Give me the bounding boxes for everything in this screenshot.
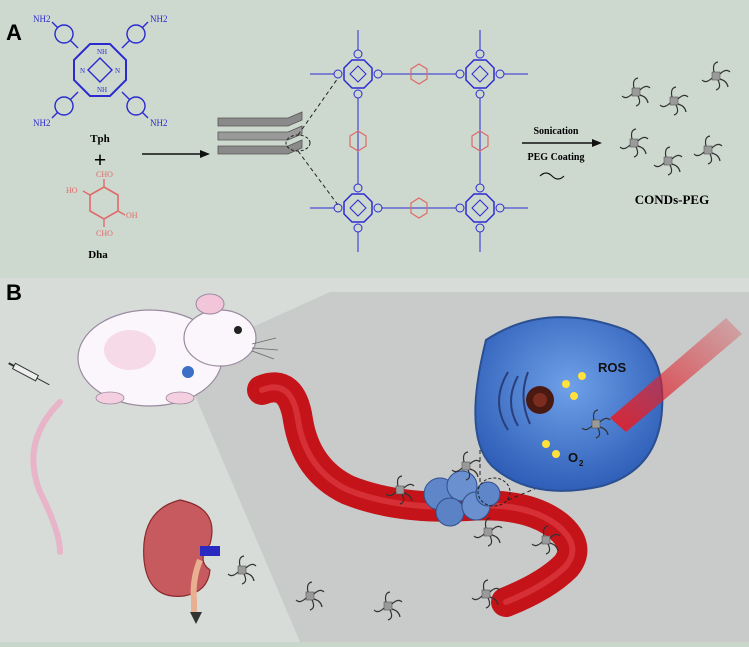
mouse (30, 293, 279, 555)
panel-b: B (0, 278, 749, 642)
mouse-eye (234, 326, 242, 334)
step-bottom-label: PEG Coating (528, 152, 585, 163)
cof-stacked-layers (217, 77, 339, 206)
tph-n-right: N (115, 67, 120, 75)
o2-bubble (542, 440, 550, 448)
kidney (143, 499, 220, 624)
ros-label: ROS (598, 360, 627, 375)
cof-network (310, 30, 528, 252)
ros-spark (562, 380, 570, 388)
dha-cho-top: CHO (96, 170, 113, 179)
ureter (190, 558, 203, 614)
cancer-cell: ROS O 2 (474, 316, 664, 492)
endoplasmic-reticulum (498, 371, 531, 431)
dha-molecule (82, 179, 126, 227)
ros-spark (578, 372, 586, 380)
renal-vessel (200, 546, 220, 556)
amine-bottom-left: NH2 (33, 118, 51, 128)
o2-label: O (568, 450, 578, 465)
tumor-cluster (423, 388, 581, 527)
laser-beam (610, 318, 742, 432)
mouse-tail (30, 399, 63, 555)
syringe-icon (8, 362, 50, 386)
amine-bottom-right: NH2 (150, 118, 168, 128)
dha-label: Dha (88, 249, 108, 261)
panel-a-label: A (6, 20, 22, 45)
dha-ho: HO (66, 186, 78, 195)
step-top-label: Sonication (533, 126, 578, 137)
dha-oh: OH (126, 211, 138, 220)
tph-molecule: NH NH N N (51, 21, 149, 119)
tph-nh-bottom: NH (97, 86, 107, 94)
plus-sign: + (94, 147, 107, 172)
product-label: CONDs-PEG (635, 192, 709, 207)
sonication-arrow (522, 139, 602, 147)
tumor-site (182, 366, 194, 378)
amine-top-right: NH2 (150, 14, 168, 24)
peg-chain-icon (539, 172, 565, 180)
tph-label: Tph (90, 133, 110, 145)
tph-n-left: N (80, 67, 85, 75)
tph-nh-top: NH (97, 48, 107, 56)
panel-b-label: B (6, 280, 22, 305)
excretion-arrow (190, 612, 202, 624)
o2-bubble (552, 450, 560, 458)
panel-a: A NH NH N N NH2 NH2 NH2 NH2 Tph + (0, 0, 749, 278)
dha-cho-bottom: CHO (96, 229, 113, 238)
amine-top-left: NH2 (33, 14, 51, 24)
o2-subscript: 2 (579, 459, 584, 468)
ros-spark (570, 392, 578, 400)
reaction-arrow (142, 150, 210, 158)
